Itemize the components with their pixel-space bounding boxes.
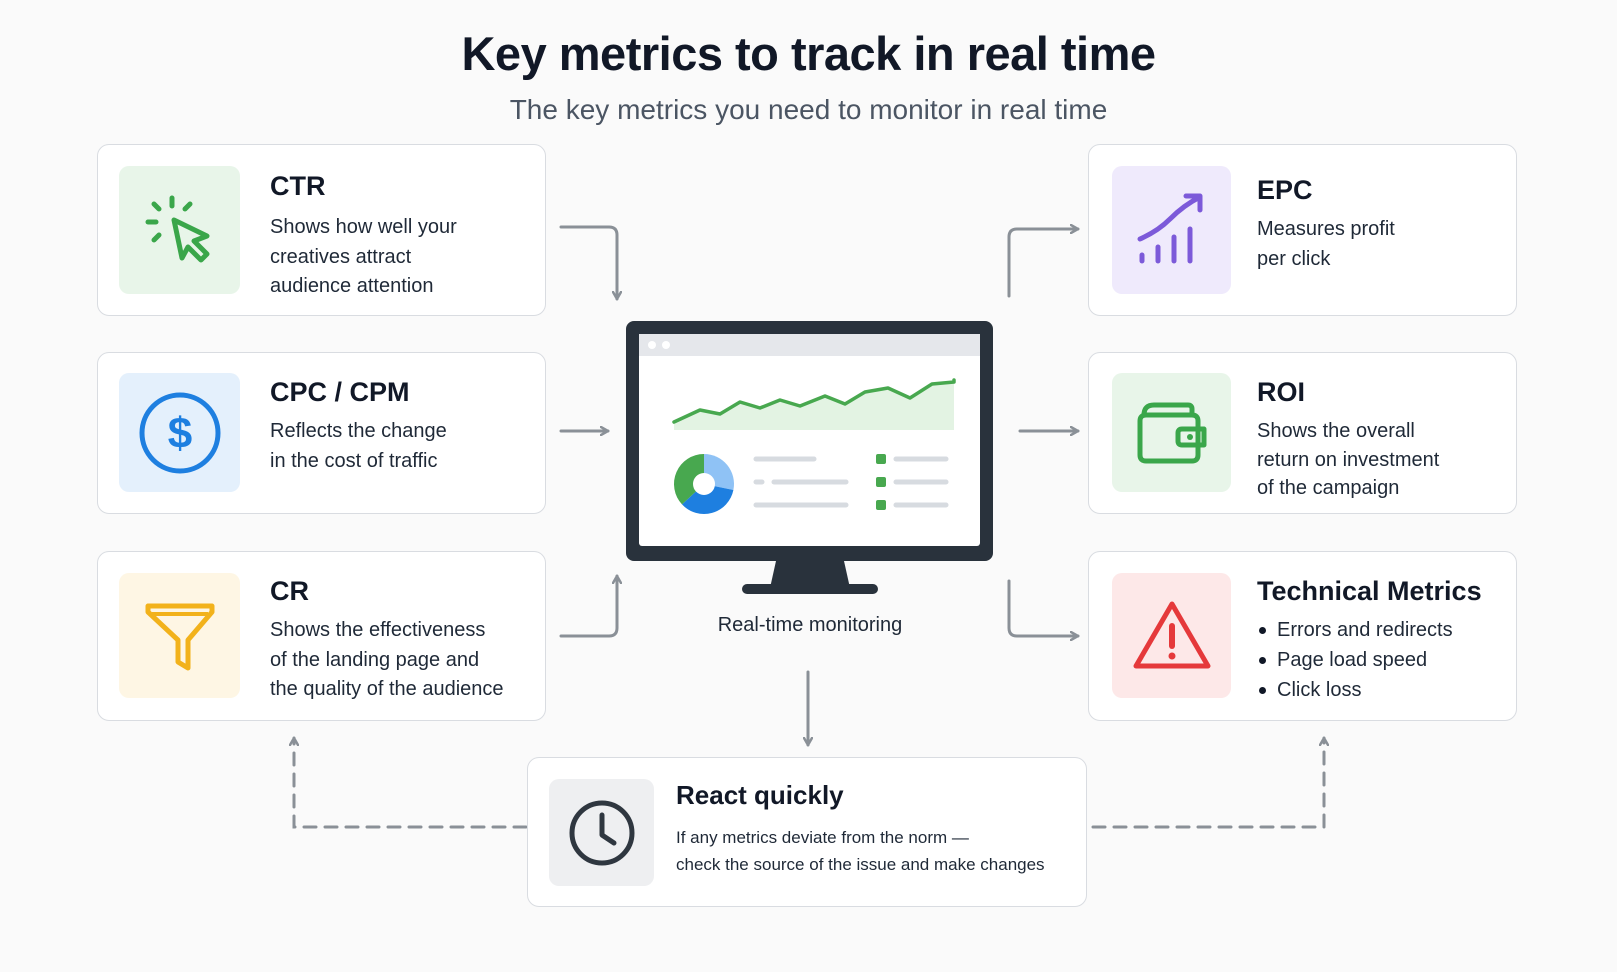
- card-cpc-desc: Reflects the change in the cost of traff…: [270, 420, 447, 472]
- arrow-monitor-to-epc: [1007, 229, 1080, 298]
- growth-chart-icon: [1112, 166, 1231, 294]
- card-ctr-desc: Shows how well your creatives attract au…: [270, 216, 457, 297]
- card-react-quickly: React quickly If any metrics deviate fro…: [527, 757, 1087, 907]
- page-title: Key metrics to track in real time: [461, 27, 1156, 80]
- card-tech-bullets: Errors and redirects Page load speed Cli…: [1257, 615, 1453, 705]
- arrow-monitor-to-tech: [1007, 579, 1080, 636]
- card-ctr-title: CTR: [270, 171, 326, 201]
- card-epc-title: EPC: [1257, 175, 1313, 205]
- card-technical-metrics: Technical Metrics Errors and redirects P…: [1088, 551, 1517, 721]
- dashed-react-to-tech: [1091, 736, 1324, 829]
- page-subtitle: The key metrics you need to monitor in r…: [509, 94, 1108, 125]
- funnel-icon: [119, 573, 240, 698]
- dashed-react-to-cr: [294, 736, 528, 829]
- monitor-dashboard-icon: [626, 321, 993, 594]
- card-roi-desc: Shows the overall return on investment o…: [1257, 420, 1440, 499]
- card-react-desc: If any metrics deviate from the norm — c…: [676, 828, 1045, 874]
- card-roi-title: ROI: [1257, 377, 1306, 407]
- svg-text:$: $: [167, 409, 191, 458]
- card-cr-desc: Shows the effectiveness of the landing p…: [270, 619, 504, 700]
- wallet-icon: [1112, 373, 1231, 492]
- bullet-item: Page load speed: [1257, 645, 1453, 675]
- arrow-ctr-to-monitor: [559, 225, 617, 301]
- card-epc-desc: Measures profit per click: [1257, 218, 1395, 270]
- cursor-click-icon: [119, 166, 240, 294]
- card-react-title: React quickly: [676, 780, 844, 810]
- clock-icon: [549, 779, 654, 886]
- card-roi: ROI Shows the overall return on investme…: [1088, 352, 1517, 514]
- dollar-circle-icon: $: [119, 373, 240, 492]
- bullet-item: Errors and redirects: [1257, 615, 1453, 645]
- monitor-label: Real-time monitoring: [717, 614, 903, 636]
- card-tech-title: Technical Metrics: [1257, 576, 1482, 606]
- card-cpc-cpm: $ CPC / CPM Reflects the change in the c…: [97, 352, 546, 514]
- card-cr: CR Shows the effectiveness of the landin…: [97, 551, 546, 721]
- bullet-item: Click loss: [1257, 675, 1453, 705]
- arrow-cr-to-monitor: [559, 574, 617, 638]
- card-ctr: CTR Shows how well your creatives attrac…: [97, 144, 546, 316]
- warning-triangle-icon: [1112, 573, 1231, 698]
- card-epc: EPC Measures profit per click: [1088, 144, 1517, 316]
- card-cpc-title: CPC / CPM: [270, 377, 410, 407]
- card-cr-title: CR: [270, 576, 309, 606]
